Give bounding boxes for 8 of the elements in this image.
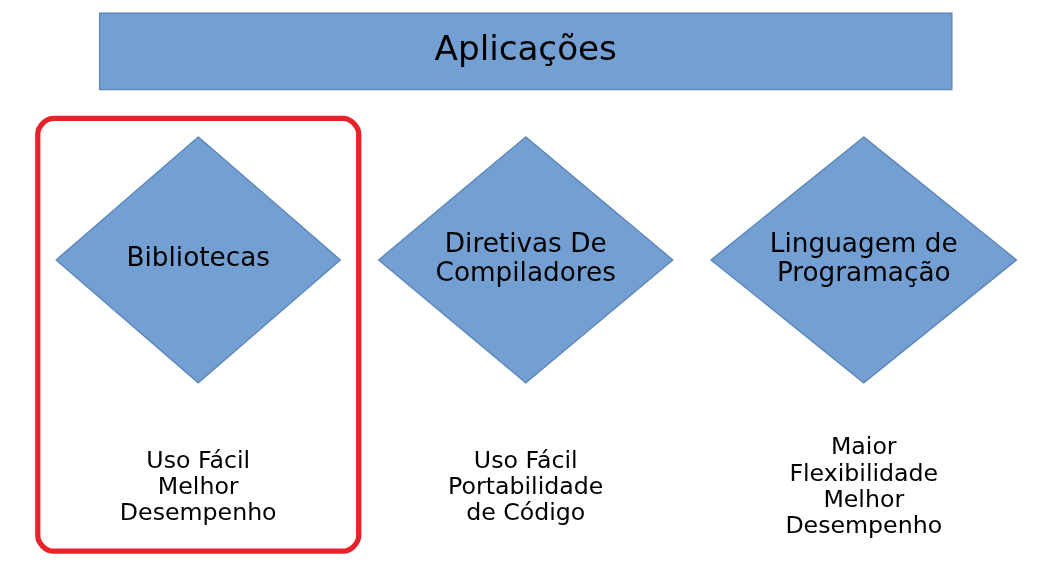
cluster	[35, 115, 362, 554]
node-diamond: Diretivas De Compiladores	[377, 136, 674, 384]
node-box: Aplicações	[98, 12, 953, 91]
node-label: Uso Fácil Melhor Desempenho	[119, 445, 277, 527]
node-label: Maior Flexibilidade Melhor Desempenho	[785, 432, 943, 540]
node-diamond: Linguagem de Programação	[709, 136, 1018, 384]
node-label: Uso Fácil Portabilidade de Código	[448, 445, 604, 527]
node-diamond: Bibliotecas	[55, 136, 342, 384]
